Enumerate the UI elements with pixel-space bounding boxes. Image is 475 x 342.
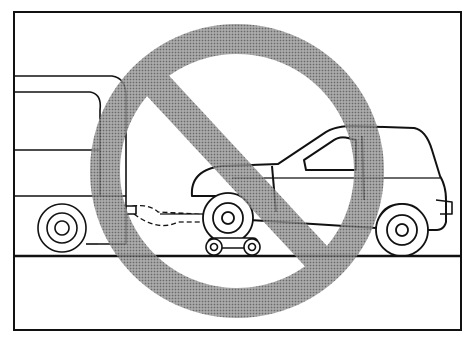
towed-vehicle-rear-wheel: [376, 204, 428, 256]
tow-truck-wheel: [38, 204, 86, 252]
